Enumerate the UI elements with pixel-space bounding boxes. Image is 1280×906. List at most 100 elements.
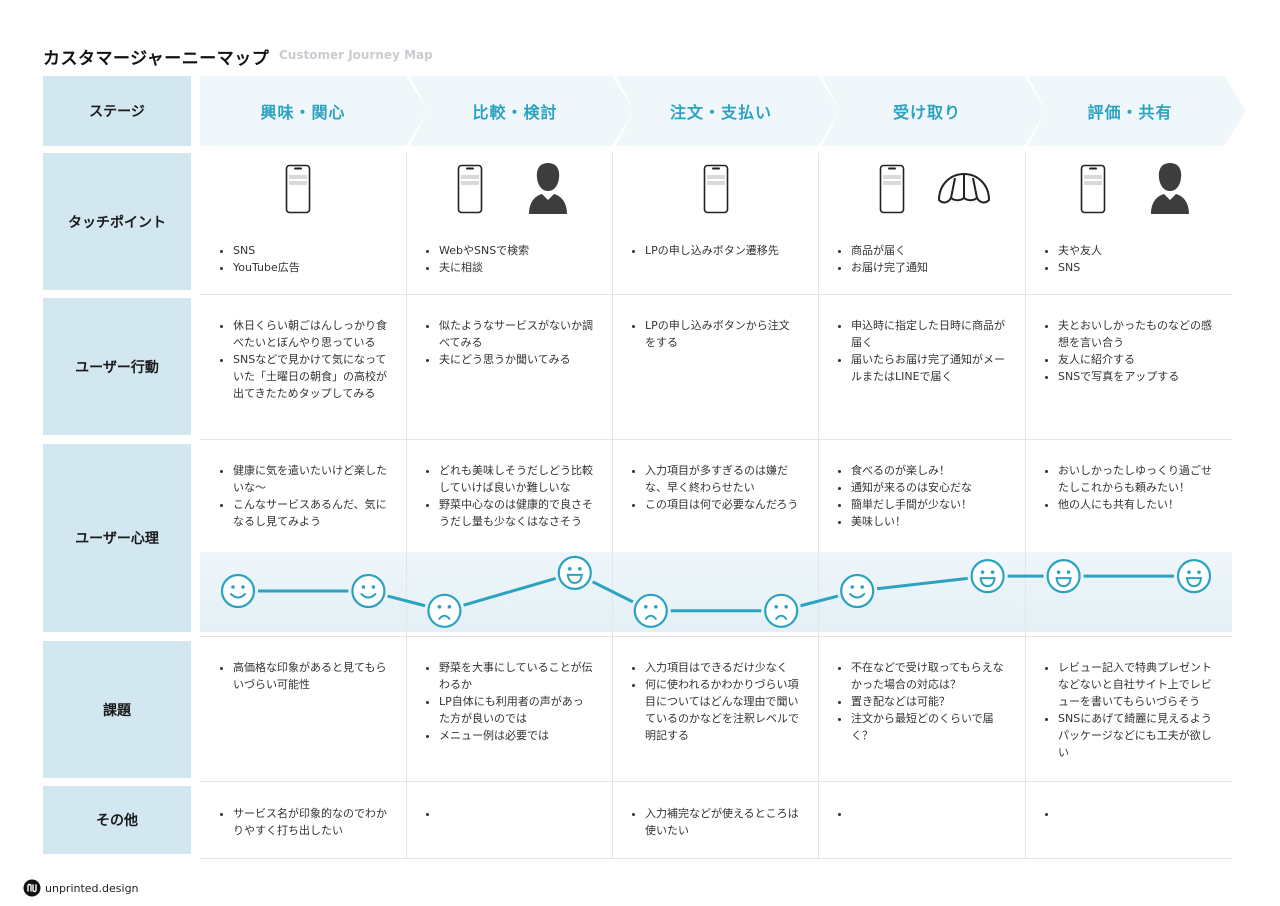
row-label-stage: ステージ [43, 76, 191, 146]
sad-face-icon [633, 593, 668, 628]
issue-cell: レビュー記入で特典プレゼントなどないと自社サイト上でレビューを書いてもらいづらそ… [1025, 659, 1232, 761]
list-item: LPの申し込みボタンから注文をする [645, 317, 800, 351]
list-item: 高価格な印象があると見てもらいづらい可能性 [233, 659, 388, 693]
row-label-touchpoint: タッチポイント [43, 153, 191, 290]
column-divider [612, 153, 613, 859]
stage-arrow [616, 76, 840, 146]
stage-arrow [822, 76, 1046, 146]
list-item: SNSにあげて綺麗に見えるようパッケージなどにも工夫が欲しい [1058, 710, 1214, 761]
list-item: 注文から最短どのくらいで届く？ [851, 710, 1007, 744]
list-item: 入力項目はできるだけ少なく [645, 659, 800, 676]
other-cell: サービス名が印象的なのでわかりやすく打ち出したい [200, 805, 406, 839]
list-item: WebやSNSで検索 [439, 242, 594, 259]
stage-label: 注文・支払い [669, 103, 772, 122]
row-label-action: ユーザー行動 [43, 298, 191, 435]
list-item: SNS [233, 242, 388, 259]
action-cell: 似たようなサービスがないか調べてみる 夫にどう思うか聞いてみる [406, 317, 612, 368]
issue-cell: 野菜を大事にしていることが伝わるか LP自体にも利用者の声があった方が良いのでは… [406, 659, 612, 744]
row-label-other: その他 [43, 786, 191, 854]
touchpoint-cell: WebやSNSで検索 夫に相談 [406, 242, 612, 276]
list-item: 届いたらお届け完了通知がメールまたはLINEで届く [851, 351, 1007, 385]
stage-arrow [1028, 76, 1246, 146]
other-cell: 入力補完などが使えるところは使いたい [612, 805, 818, 839]
page-title: カスタマージャーニーマップ [43, 49, 270, 69]
row-label-issue: 課題 [43, 641, 191, 778]
row-divider [200, 781, 1232, 782]
footer-brand: unprinted.design [45, 882, 139, 895]
other-cell [406, 805, 612, 822]
stage-label: 評価・共有 [1087, 103, 1173, 122]
list-item: LP自体にも利用者の声があった方が良いのでは [439, 693, 594, 727]
other-cell [818, 805, 1025, 822]
row-divider [200, 858, 1232, 859]
list-item: 夫とおいしかったものなどの感想を言い合う [1058, 317, 1214, 351]
list-item: メニュー例は必要では [439, 727, 594, 744]
action-cell: LPの申し込みボタンから注文をする [612, 317, 818, 351]
mind-cell: 健康に気を遣いたいけど楽したいな〜 こんなサービスあるんだ、気になるし見てみよう [200, 462, 406, 530]
issue-cell: 高価格な印象があると見てもらいづらい可能性 [200, 659, 406, 693]
list-item: LPの申し込みボタン遷移先 [645, 242, 800, 259]
person-icon [1151, 163, 1189, 214]
touchpoint-cell: LPの申し込みボタン遷移先 [612, 242, 818, 259]
column-divider [406, 153, 407, 859]
list-item: 夫や友人 [1058, 242, 1214, 259]
stage-label: 比較・検討 [472, 103, 558, 122]
touchpoint-cell: 商品が届く お届け完了通知 [818, 242, 1025, 276]
list-item: 休日くらい朝ごはんしっかり食べたいとぼんやり思っている [233, 317, 388, 351]
stage-arrow-bar [200, 76, 1246, 146]
smile-face-icon [220, 573, 256, 609]
list-item: SNSで写真をアップする [1058, 368, 1214, 385]
list-item: 野菜を大事にしていることが伝わるか [439, 659, 594, 693]
list-item: 食べるのが楽しみ！ [851, 462, 1007, 479]
list-item: 他の人にも共有したい！ [1058, 496, 1214, 513]
grin-face-icon [557, 555, 592, 590]
stage-label: 受け取り [892, 103, 961, 122]
grin-face-icon [1176, 559, 1212, 594]
list-item: 夫に相談 [439, 259, 594, 276]
stage-label: 興味・関心 [260, 103, 346, 122]
action-cell: 夫とおいしかったものなどの感想を言い合う 友人に紹介する SNSで写真をアップす… [1025, 317, 1232, 385]
smartphone-icon [879, 164, 905, 214]
issue-cell: 不在などで受け取ってもらえなかった場合の対応は？ 置き配などは可能？ 注文から最… [818, 659, 1025, 744]
column-divider [1025, 153, 1026, 859]
emotion-line [592, 580, 634, 604]
touchpoint-cell: 夫や友人 SNS [1025, 242, 1232, 276]
mind-cell: 食べるのが楽しみ！ 通知が来るのは安心だな 簡単だし手間が少ない！ 美味しい！ [818, 462, 1025, 530]
row-divider [200, 636, 1232, 637]
list-item [851, 805, 1007, 822]
list-item [439, 805, 594, 822]
grin-face-icon [1046, 559, 1081, 594]
smartphone-icon [703, 164, 729, 214]
emotion-line [387, 594, 426, 608]
list-item: 置き配などは可能？ [851, 693, 1007, 710]
emotion-line [876, 576, 968, 591]
list-item: 不在などで受け取ってもらえなかった場合の対応は？ [851, 659, 1007, 693]
row-label-mind: ユーザー心理 [43, 444, 191, 632]
list-item: おいしかったしゆっくり過ごせたしこれからも頼みたい！ [1058, 462, 1214, 496]
list-item [1058, 805, 1214, 822]
sad-face-icon [427, 593, 462, 628]
person-icon [529, 163, 567, 214]
list-item: 入力補完などが使えるところは使いたい [645, 805, 800, 839]
row-divider [200, 439, 1232, 440]
page-subtitle: Customer Journey Map [279, 48, 433, 62]
list-item: 健康に気を遣いたいけど楽したいな〜 [233, 462, 388, 496]
list-item: 申込時に指定した日時に商品が届く [851, 317, 1007, 351]
list-item: レビュー記入で特典プレゼントなどないと自社サイト上でレビューを書いてもらいづらそ… [1058, 659, 1214, 710]
list-item: 簡単だし手間が少ない！ [851, 496, 1007, 513]
list-item: サービス名が印象的なのでわかりやすく打ち出したい [233, 805, 388, 839]
list-item: こんなサービスあるんだ、気になるし見てみよう [233, 496, 388, 530]
grin-face-icon [970, 559, 1005, 594]
emotion-line [800, 594, 839, 608]
croissant-icon [938, 173, 990, 204]
list-item: 友人に紹介する [1058, 351, 1214, 368]
list-item: 似たようなサービスがないか調べてみる [439, 317, 594, 351]
smartphone-icon [1080, 164, 1106, 214]
mind-cell: おいしかったしゆっくり過ごせたしこれからも頼みたい！ 他の人にも共有したい！ [1025, 462, 1232, 513]
smile-face-icon [840, 573, 875, 609]
emotion-line [463, 576, 557, 607]
list-item: 夫にどう思うか聞いてみる [439, 351, 594, 368]
action-cell: 休日くらい朝ごはんしっかり食べたいとぼんやり思っている SNSなどで見かけて気に… [200, 317, 406, 402]
list-item: どれも美味しそうだしどう比較していけば良いか難しいな [439, 462, 594, 496]
list-item: 美味しい！ [851, 513, 1007, 530]
